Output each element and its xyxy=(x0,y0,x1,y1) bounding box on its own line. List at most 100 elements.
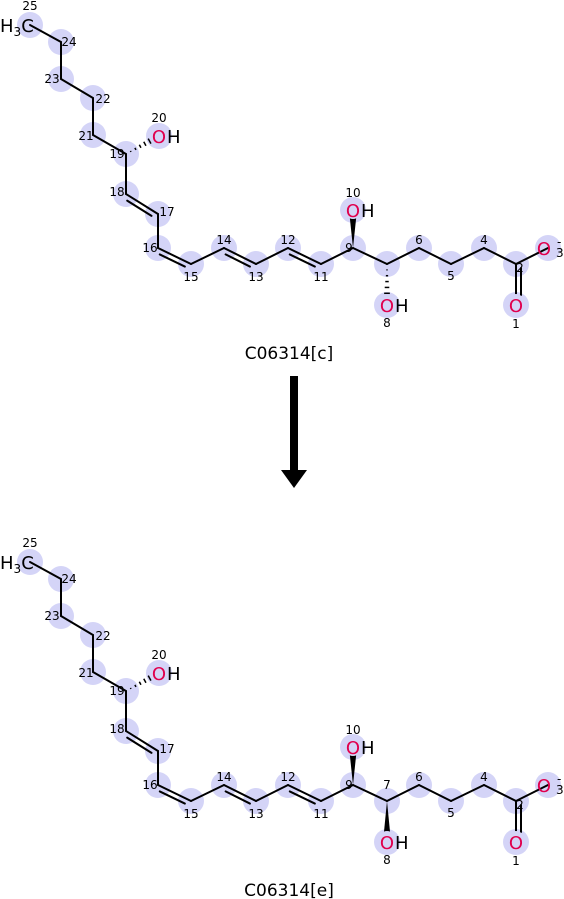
atom-number-16: 16 xyxy=(142,241,157,255)
atom-number-21: 21 xyxy=(78,666,93,680)
atom-number-16: 16 xyxy=(142,778,157,792)
double-bond-line xyxy=(224,790,251,805)
label-backing xyxy=(508,831,524,851)
atom-number-13: 13 xyxy=(248,807,263,821)
hash-bond xyxy=(147,675,152,682)
atom-number-8: 8 xyxy=(383,853,391,867)
atom-number-14: 14 xyxy=(216,770,231,784)
atom-number-20: 20 xyxy=(151,111,166,125)
atom-number-2: 2 xyxy=(516,261,524,275)
bond-line xyxy=(418,784,452,802)
hydroxyl-8-h-label: H xyxy=(395,833,409,854)
wedge-bond xyxy=(349,210,357,248)
bond-line xyxy=(255,784,289,802)
bond-line xyxy=(255,247,289,265)
atom-number-7: 7 xyxy=(383,778,391,792)
atom-number-18: 18 xyxy=(109,722,124,736)
bond-line xyxy=(450,784,485,802)
hash-bond xyxy=(138,144,142,149)
atom-number-12: 12 xyxy=(280,233,295,247)
carboxylate-o-label: O xyxy=(537,776,551,797)
atom-number-3: 3 xyxy=(556,246,564,260)
hash-bond xyxy=(134,684,137,688)
bond-line xyxy=(60,615,94,636)
bond-line xyxy=(190,784,225,802)
atom-number-9: 9 xyxy=(345,241,353,255)
hash-bond xyxy=(147,138,152,145)
double-bond-line xyxy=(224,253,251,268)
atom-number-6: 6 xyxy=(415,770,423,784)
atom-number-19: 19 xyxy=(109,147,124,161)
carbonyl-1-o-label: O xyxy=(509,833,523,854)
bond-line xyxy=(92,134,127,155)
hash-bond xyxy=(143,678,147,684)
atom-number-2: 2 xyxy=(516,798,524,812)
hydroxyl-8-o-label: O xyxy=(380,833,394,854)
label-backing xyxy=(345,199,361,219)
atom-number-15: 15 xyxy=(183,270,198,284)
atom-number-23: 23 xyxy=(44,609,59,623)
hydroxyl-10-h-label: H xyxy=(361,738,375,759)
label-backing xyxy=(379,294,395,314)
label-backing xyxy=(508,294,524,314)
wedge-bond xyxy=(349,747,357,785)
hydroxyl-20-o-label: O xyxy=(152,664,166,685)
atom-number-20: 20 xyxy=(151,648,166,662)
bond-line xyxy=(352,784,388,802)
label-backing xyxy=(345,736,361,756)
atom-number-24: 24 xyxy=(61,35,76,49)
atom-number-17: 17 xyxy=(159,742,174,756)
bond-line xyxy=(157,784,192,802)
atom-number-1: 1 xyxy=(512,854,520,868)
atom-number-6: 6 xyxy=(415,233,423,247)
atom-number-9: 9 xyxy=(345,778,353,792)
hash-bond xyxy=(138,681,142,686)
hydroxyl-8-o-label: O xyxy=(380,296,394,317)
hydroxyl-10-o-label: O xyxy=(346,201,360,222)
charge-label: - xyxy=(557,772,561,786)
molecule-name-e: C06314[e] xyxy=(244,881,334,899)
atom-number-3: 3 xyxy=(556,783,564,797)
atom-number-25: 25 xyxy=(22,536,37,550)
bond-line xyxy=(287,247,322,265)
double-bond-line xyxy=(158,790,186,805)
bond-line xyxy=(223,784,257,802)
atom-number-25: 25 xyxy=(22,0,37,13)
bond-line xyxy=(60,78,94,99)
carbonyl-1-o-label: O xyxy=(509,296,523,317)
bond-line xyxy=(190,247,225,265)
hydroxyl-10-h-label: H xyxy=(361,201,375,222)
bond-line xyxy=(92,671,127,692)
methyl-label: H3C xyxy=(0,553,34,576)
atom-number-12: 12 xyxy=(280,770,295,784)
double-bond-line xyxy=(158,253,186,268)
atom-number-19: 19 xyxy=(109,684,124,698)
atom-number-14: 14 xyxy=(216,233,231,247)
label-backing xyxy=(151,125,167,145)
bond-line xyxy=(386,784,420,802)
hydroxyl-20-h-label: H xyxy=(167,127,181,148)
hash-bond xyxy=(129,150,132,153)
bond-line xyxy=(125,730,159,752)
atom-number-11: 11 xyxy=(313,807,328,821)
label-backing xyxy=(379,831,395,851)
atom-number-10: 10 xyxy=(345,186,360,200)
hydroxyl-10-o-label: O xyxy=(346,738,360,759)
hash-bond xyxy=(134,147,137,151)
bond-line xyxy=(386,247,420,265)
atom-number-24: 24 xyxy=(61,572,76,586)
reaction-arrow xyxy=(281,376,307,488)
hash-bond xyxy=(129,687,132,690)
bond-line xyxy=(515,247,549,265)
bond-line xyxy=(483,247,517,265)
bond-line xyxy=(223,247,257,265)
methyl-label: H3C xyxy=(0,16,34,39)
bond-line xyxy=(29,561,62,580)
bond-line xyxy=(287,784,322,802)
atom-number-10: 10 xyxy=(345,723,360,737)
bond-line xyxy=(483,784,517,802)
atom-number-4: 4 xyxy=(480,770,488,784)
atom-number-22: 22 xyxy=(95,92,110,106)
bond-line xyxy=(125,193,159,215)
